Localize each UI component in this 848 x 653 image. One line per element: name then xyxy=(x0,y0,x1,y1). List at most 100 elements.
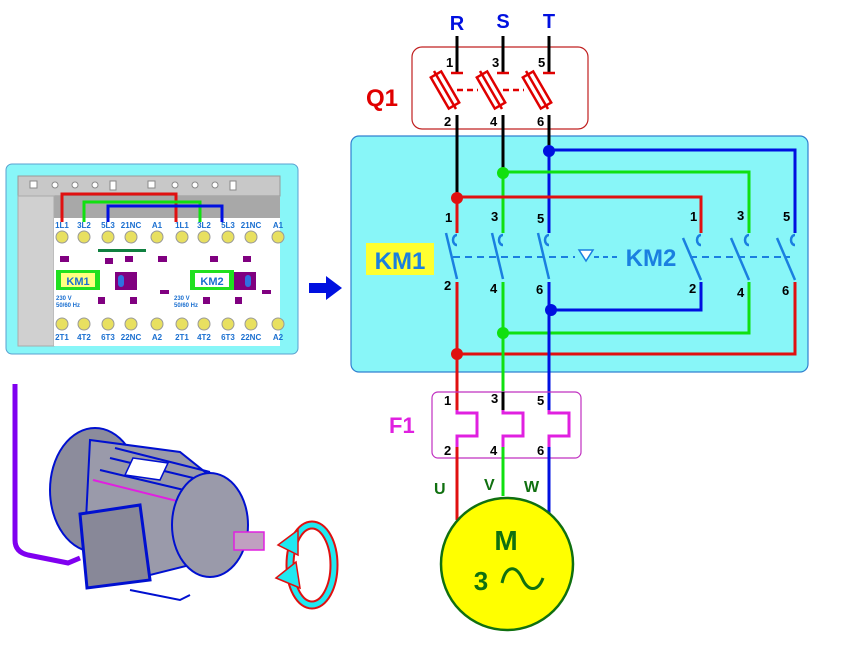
km1-tag-inner xyxy=(61,273,95,287)
q1-label: Q1 xyxy=(366,85,398,112)
km2-term-2: 2 xyxy=(689,281,696,296)
terminal-screw-icon xyxy=(150,230,164,244)
motor-letter: M xyxy=(494,525,517,556)
photo-top-terminal-label: 5L3 xyxy=(101,221,115,230)
winding-v-label: V xyxy=(484,477,495,494)
motor-phase-count: 3 xyxy=(474,566,488,596)
photo-top-terminal-label: 1L1 xyxy=(175,221,189,230)
terminal-screw-icon xyxy=(55,230,69,244)
photo-top-terminal-label: A1 xyxy=(273,221,284,230)
terminal-screw-icon xyxy=(55,317,69,331)
photo-bottom-terminal-label: 6T3 xyxy=(101,333,115,342)
terminal-screw-icon xyxy=(77,230,91,244)
q1-term-3: 3 xyxy=(492,55,499,70)
nameplate xyxy=(123,457,170,481)
photo-bottom-terminal-label: A2 xyxy=(152,333,163,342)
terminal-screw-icon xyxy=(271,317,285,331)
wire-red xyxy=(60,192,178,222)
photo-top-terminal-label: 3L2 xyxy=(197,221,211,230)
photo-top-terminal-label: 3L2 xyxy=(77,221,91,230)
terminal-box xyxy=(78,503,152,590)
contactor-panel xyxy=(350,135,809,373)
terminal-screw-icon xyxy=(101,317,115,331)
km2-term-5: 5 xyxy=(783,209,790,224)
junction-dots xyxy=(451,145,557,360)
terminal-screw-icon xyxy=(150,317,164,331)
photo-bottom-terminal-label: A2 xyxy=(273,333,284,342)
f1-term-5: 5 xyxy=(537,393,544,408)
terminal-screw-icon xyxy=(271,230,285,244)
photo-bottom-terminal-label: 4T2 xyxy=(197,333,211,342)
right-arrow-icon xyxy=(309,276,342,300)
photo-bottom-terminal-label: 2T1 xyxy=(55,333,69,342)
terminal-screw-icon xyxy=(244,317,258,331)
rating-freq-1: 50/60 Hz xyxy=(56,303,80,309)
terminal-screw-icon xyxy=(221,317,235,331)
rating-voltage-1: 230 V xyxy=(56,296,72,302)
km1-label: KM1 xyxy=(375,248,426,275)
wire-blue xyxy=(106,204,224,222)
km2-contacts xyxy=(681,233,797,281)
contacts xyxy=(444,232,797,281)
rating-voltage-2: 230 V xyxy=(174,296,190,302)
f1-term-4: 4 xyxy=(490,443,498,458)
terminal-screw-icon xyxy=(124,317,138,331)
photo-top-terminal-label: A1 xyxy=(152,221,163,230)
motor-front-end xyxy=(171,472,249,578)
winding-u-label: U xyxy=(434,481,446,498)
wire-green xyxy=(82,200,202,222)
km2-photo-label: KM2 xyxy=(200,276,223,288)
photo-bottom-terminal-label: 4T2 xyxy=(77,333,91,342)
photo-bottom-terminal-label: 22NC xyxy=(241,333,262,342)
km1-term-5: 5 xyxy=(537,211,544,226)
q1-term-2: 2 xyxy=(444,114,451,129)
photo-bottom-terminal-label: 22NC xyxy=(121,333,142,342)
km1-label-bg xyxy=(366,243,434,275)
terminal-screw-icon xyxy=(175,230,189,244)
f1-label: F1 xyxy=(389,413,415,438)
terminal-screw-icon xyxy=(197,230,211,244)
terminal-screw-icon xyxy=(77,317,91,331)
photo-bottom-terminal-label: 6T3 xyxy=(221,333,235,342)
km2-term-3: 3 xyxy=(737,208,744,223)
f1-term-1: 1 xyxy=(444,393,451,408)
ac-wave-icon xyxy=(500,567,545,590)
rating-freq-2: 50/60 Hz xyxy=(174,303,198,309)
motor-shaft xyxy=(233,531,265,551)
f1-term-6: 6 xyxy=(537,443,544,458)
terminal-screw-icon xyxy=(221,230,235,244)
photo-top-terminal-label: 21NC xyxy=(241,221,262,230)
phase-t-label: T xyxy=(543,11,555,33)
km2-term-1: 1 xyxy=(690,209,697,224)
terminal-screw-icon xyxy=(244,230,258,244)
terminal-screw-icon xyxy=(197,317,211,331)
photo-top-terminal-label: 5L3 xyxy=(221,221,235,230)
winding-w-label: W xyxy=(524,479,540,496)
km2-term-4: 4 xyxy=(737,285,745,300)
km1-photo-label: KM1 xyxy=(66,276,89,288)
km2-tag-inner xyxy=(195,273,229,287)
f1-term-2: 2 xyxy=(444,443,451,458)
supply-lines xyxy=(455,36,551,197)
terminal-screw-icon xyxy=(175,317,189,331)
rotation-arrow-icon xyxy=(274,520,339,610)
phase-r-label: R xyxy=(450,13,465,35)
q1-term-1: 1 xyxy=(446,55,453,70)
photo-top-terminal-label: 21NC xyxy=(121,221,142,230)
q1-enclosure xyxy=(411,46,589,130)
f1-thermal-elements xyxy=(455,410,571,447)
photo-bottom-terminal-label: 2T1 xyxy=(175,333,189,342)
km1-term-1: 1 xyxy=(445,210,452,225)
motor-illustration xyxy=(12,384,339,610)
contactor-side xyxy=(17,195,55,347)
terminal-screw-icon xyxy=(101,230,115,244)
terminal-screw-icon xyxy=(124,230,138,244)
q1-term-6: 6 xyxy=(537,114,544,129)
km2-label: KM2 xyxy=(626,245,677,272)
motor-symbol xyxy=(439,496,575,632)
km1-term-4: 4 xyxy=(490,281,498,296)
km1-term-6: 6 xyxy=(536,282,543,297)
panel-wiring xyxy=(455,148,797,400)
